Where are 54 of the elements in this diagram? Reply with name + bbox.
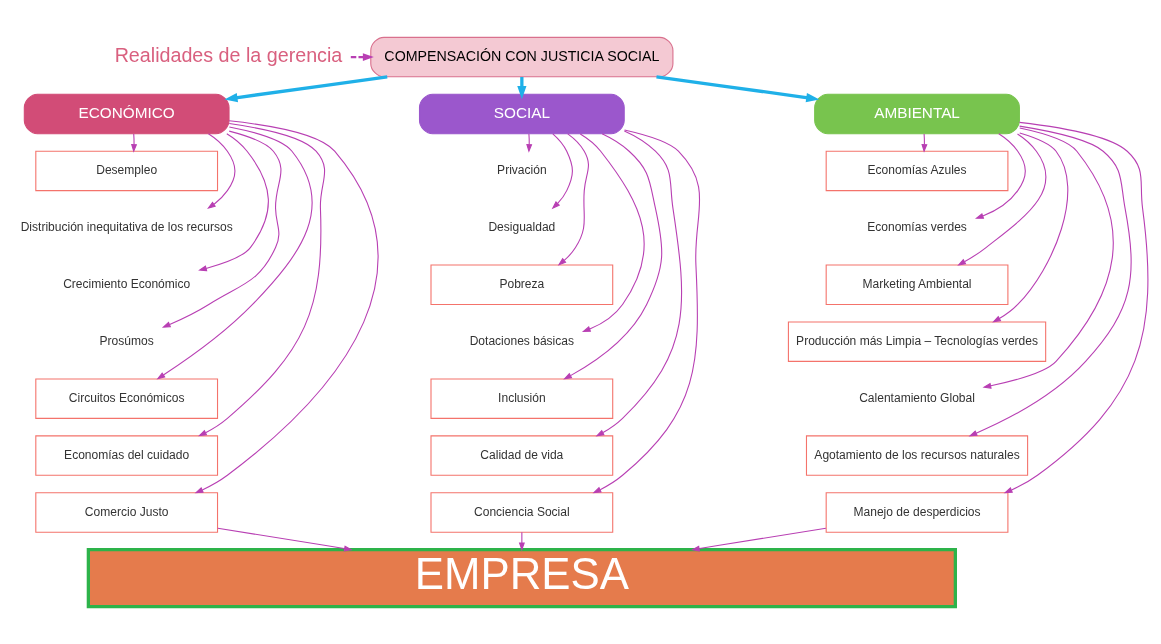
node-box: AMBIENTAL bbox=[814, 93, 1020, 135]
arrow bbox=[207, 133, 236, 210]
arrow bbox=[957, 133, 1047, 266]
node-box: Producción más Limpia – Tecnologías verdes bbox=[787, 321, 1047, 362]
arrow bbox=[579, 133, 645, 333]
arrow bbox=[563, 133, 663, 380]
arrow bbox=[592, 129, 701, 494]
arrow bbox=[974, 133, 1026, 219]
arrow bbox=[194, 120, 379, 494]
node-box: Calidad de vida bbox=[430, 435, 614, 476]
arrow bbox=[198, 123, 326, 437]
node-text: Calentamiento Global bbox=[859, 390, 975, 405]
node-box: Economías del cuidado bbox=[35, 435, 219, 476]
arrow bbox=[551, 133, 573, 210]
arrow bbox=[1003, 121, 1149, 494]
arrow bbox=[518, 531, 525, 552]
arrow bbox=[217, 527, 353, 552]
node-text: Distribución inequitativa de los recursos bbox=[20, 219, 233, 234]
node-text: Crecimiento Económico bbox=[63, 276, 191, 291]
arrow bbox=[968, 125, 1132, 437]
arrow bbox=[161, 130, 282, 328]
node-box: SOCIAL bbox=[418, 93, 625, 135]
arrow bbox=[921, 133, 928, 153]
arrow bbox=[131, 133, 138, 153]
node-box: Circuitos Económicos bbox=[35, 378, 219, 419]
arrow bbox=[656, 75, 820, 103]
arrow bbox=[198, 133, 269, 272]
arrow bbox=[350, 53, 374, 61]
node-box: Desempleo bbox=[35, 150, 219, 192]
node-box: Inclusión bbox=[430, 378, 614, 419]
node-box: Manejo de desperdicios bbox=[825, 492, 1009, 533]
node-box: EMPRESA bbox=[86, 548, 957, 609]
arrow bbox=[224, 75, 388, 103]
node-text: Desigualdad bbox=[488, 219, 556, 234]
arrow bbox=[992, 132, 1069, 323]
node-box: Conciencia Social bbox=[430, 492, 614, 533]
node-box: ECONÓMICO bbox=[23, 93, 230, 135]
node-box: Agotamiento de los recursos naturales bbox=[805, 435, 1029, 476]
arrow bbox=[557, 133, 589, 266]
node-box: Economías Azules bbox=[825, 150, 1009, 192]
arrow bbox=[690, 527, 827, 552]
node-text: Economías verdes bbox=[867, 219, 967, 234]
node-text: Realidades de la gerencia bbox=[114, 43, 343, 66]
arrow bbox=[526, 133, 533, 153]
node-box: Marketing Ambiental bbox=[825, 264, 1009, 306]
node-box: Comercio Justo bbox=[35, 492, 219, 533]
node-text: Privación bbox=[497, 163, 547, 177]
arrow bbox=[982, 127, 1114, 389]
arrow bbox=[156, 126, 313, 380]
node-box: Pobreza bbox=[430, 264, 614, 306]
node-text: Dotaciones básicas bbox=[469, 333, 575, 348]
node-text: Prosúmos bbox=[99, 333, 154, 348]
arrow bbox=[595, 130, 683, 437]
node-box: COMPENSACIÓN CON JUSTICIA SOCIAL bbox=[370, 36, 674, 78]
